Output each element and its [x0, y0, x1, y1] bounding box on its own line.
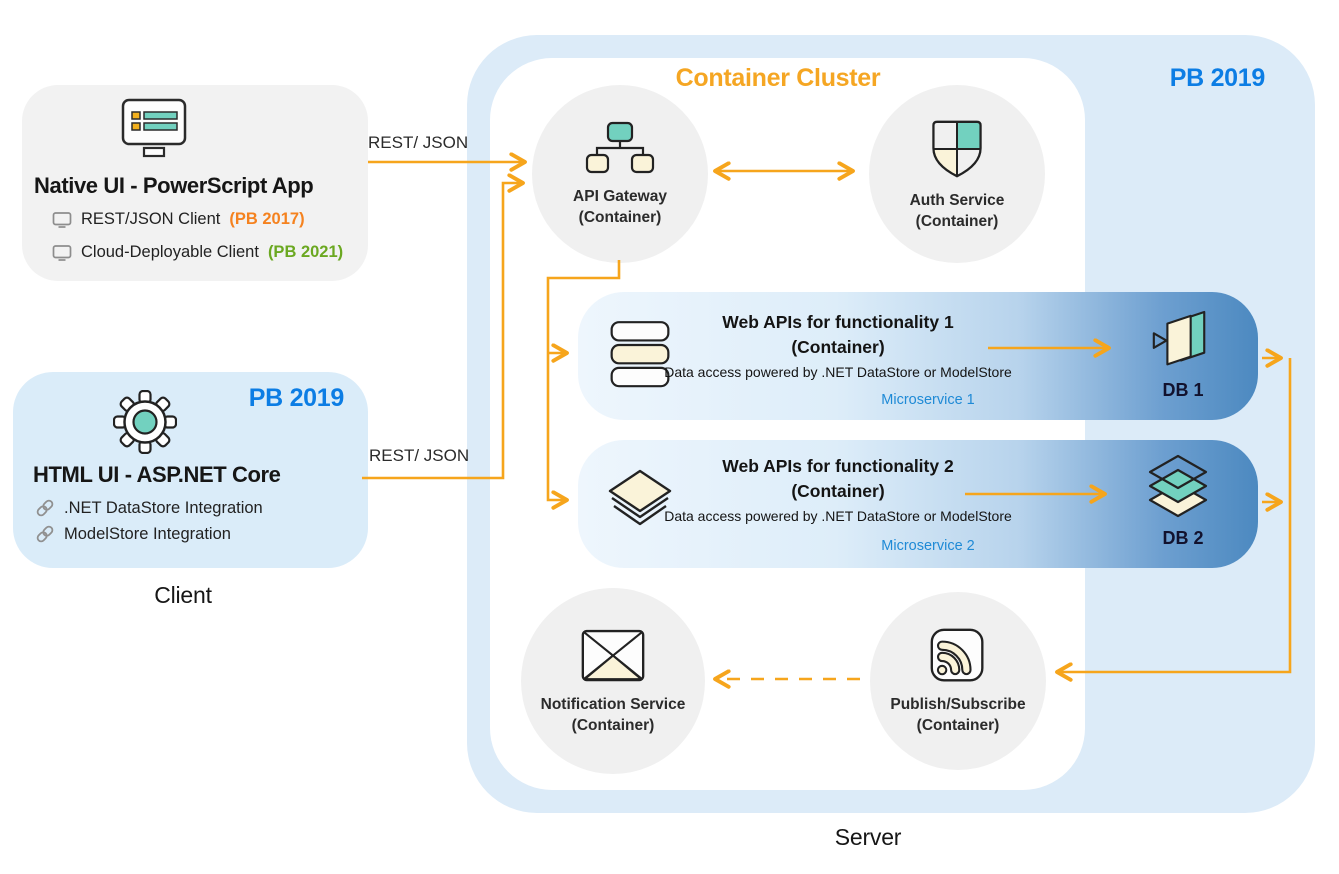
auth-shield-icon: [932, 120, 982, 178]
html-app-item-2: ModelStore Integration: [35, 524, 231, 544]
microservice-1-desc: Data access powered by .NET DataStore or…: [664, 364, 1012, 380]
link-icon: [36, 525, 54, 543]
microservice-1-text: Web APIs for functionality 1 (Container)…: [638, 310, 1038, 380]
pubsub-name: Publish/Subscribe: [890, 696, 1026, 714]
notification-service-node: Notification Service (Container): [521, 588, 705, 774]
html-app-item-1: .NET DataStore Integration: [35, 498, 263, 518]
rest-json-label-top: REST/ JSON: [368, 133, 469, 152]
html-pb-version-badge: PB 2019: [248, 384, 345, 412]
cluster-title: Container Cluster: [675, 64, 881, 92]
microservice-2-desc: Data access powered by .NET DataStore or…: [664, 508, 1012, 524]
rss-icon: [930, 628, 984, 682]
native-app-item-2: Cloud-Deployable Client (PB 2021): [52, 243, 343, 262]
envelope-icon: [581, 629, 645, 681]
native-app-item-1: REST/JSON Client (PB 2017): [52, 210, 305, 229]
microservice-2-subtitle: (Container): [791, 480, 885, 501]
rest-json-label-bottom: REST/ JSON: [369, 446, 470, 465]
native-item-label: REST/JSON Client: [81, 210, 221, 228]
auth-service-name: Auth Service: [909, 192, 1005, 210]
pubsub-sub: (Container): [916, 717, 1000, 734]
auth-service-sub: (Container): [915, 213, 999, 230]
gear-icon: [113, 390, 177, 454]
native-ui-box: Native UI - PowerScript App REST/JSON Cl…: [22, 85, 368, 281]
notification-service-name: Notification Service: [540, 695, 686, 713]
db2-icon: [1148, 454, 1208, 518]
api-gateway-sub: (Container): [578, 209, 662, 226]
client-section-label: Client: [154, 582, 212, 608]
html-app-title: HTML UI - ASP.NET Core: [33, 462, 281, 487]
microservice-1-tag: Microservice 1: [881, 392, 975, 408]
server-section-label: Server: [834, 824, 902, 850]
small-monitor-icon: [52, 211, 72, 228]
native-item-label: Cloud-Deployable Client: [81, 243, 259, 261]
html-item-label: .NET DataStore Integration: [64, 498, 263, 517]
microservice-1-subtitle: (Container): [791, 336, 885, 357]
microservice-box-1: Web APIs for functionality 1 (Container)…: [578, 292, 1258, 420]
microservice-box-2: Web APIs for functionality 2 (Container)…: [578, 440, 1258, 568]
monitor-icon: [121, 98, 187, 158]
api-gateway-icon: [585, 121, 655, 174]
api-gateway-node: API Gateway (Container): [532, 85, 708, 263]
microservice-2-title: Web APIs for functionality 2: [722, 456, 954, 476]
microservice-2-text: Web APIs for functionality 2 (Container)…: [638, 454, 1038, 524]
microservice-2-tag: Microservice 2: [881, 538, 975, 554]
pb2017-badge: (PB 2017): [229, 210, 305, 228]
small-monitor-icon: [52, 244, 72, 261]
html-item-label: ModelStore Integration: [64, 524, 231, 543]
db2-label: DB 2: [1162, 528, 1204, 548]
api-gateway-name: API Gateway: [573, 188, 667, 206]
db1-icon: [1152, 310, 1206, 366]
notification-service-sub: (Container): [571, 716, 655, 734]
microservice-1-title: Web APIs for functionality 1: [722, 312, 954, 332]
db1-label: DB 1: [1162, 380, 1204, 400]
pubsub-node: Publish/Subscribe (Container): [870, 592, 1046, 770]
auth-service-node: Auth Service (Container): [869, 85, 1045, 263]
link-icon: [36, 499, 54, 517]
native-app-title: Native UI - PowerScript App: [34, 173, 314, 198]
pb2021-badge: (PB 2021): [267, 243, 344, 261]
server-pb-version-badge: PB 2019: [1169, 64, 1266, 92]
html-ui-box: PB 2019 HTML UI - ASP.NET Core: [13, 372, 368, 568]
